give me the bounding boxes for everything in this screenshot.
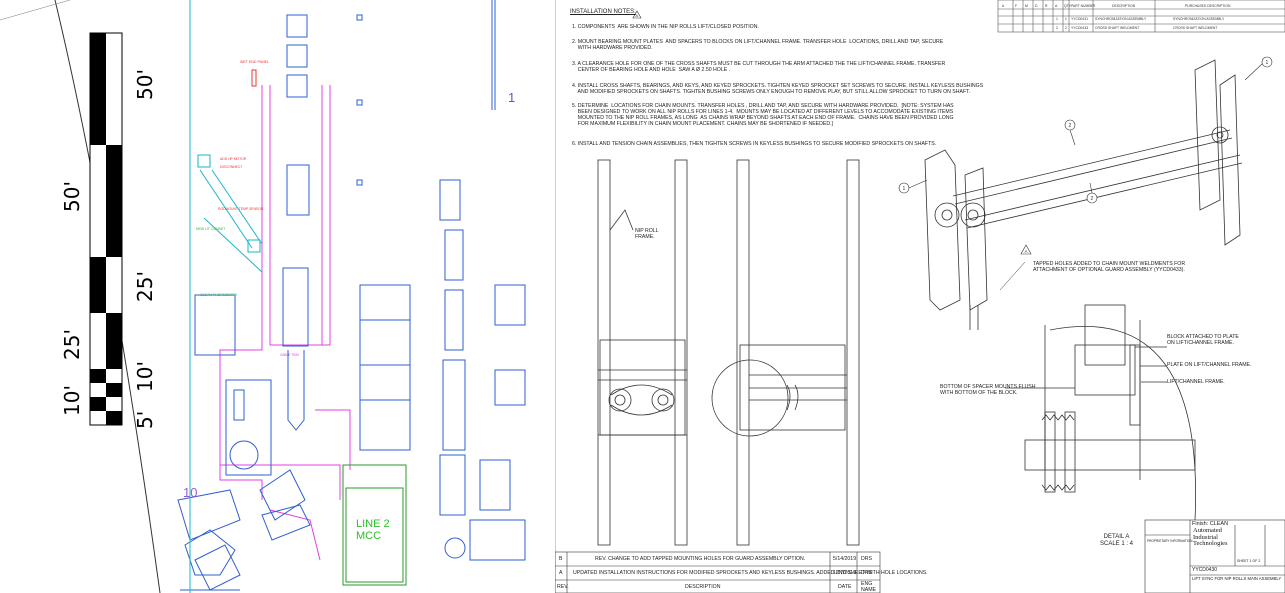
floor-plan-drawing: LINE 2 MCC WET END PANEL ADD HP MOTOR DI…: [0, 0, 526, 593]
balloon-numbers: 1 2 2 1: [903, 60, 1269, 202]
title-block: [1144, 519, 1285, 593]
engineering-drawing-panel: A F M D R A QTY PART NUMBER DESCRIPTION …: [555, 0, 1285, 593]
revision-table: [555, 551, 881, 593]
clean-thermostat-label: CLEAN THERMOSTAT: [200, 293, 238, 297]
bom-h9: PURCHASED DESCRIPTION: [1185, 4, 1231, 8]
note-1: 1. COMPONENTS ARE SHOWN IN THE NIP ROLLS…: [572, 24, 759, 30]
finish-label: Finish: CLEAN: [1192, 521, 1229, 527]
wet-end-panel-label: WET END PANEL: [240, 60, 269, 64]
note-4: 4. INSTALL CROSS SHAFTS, BEARINGS, AND K…: [572, 83, 984, 95]
svg-text:1: 1: [903, 186, 906, 192]
bom-table: [997, 0, 1285, 33]
scale-bar: [89, 32, 123, 426]
bom-r0-c4: SYNCHRONIZATION ASSEMBLY: [1173, 17, 1225, 21]
rev-header-rev: REV.: [557, 584, 569, 590]
wet-end-panel-symbol: [251, 69, 257, 87]
detail-a-view: [1005, 304, 1196, 521]
scale-label-10-right: 10': [133, 361, 157, 392]
bom-h1: F: [1015, 4, 1017, 8]
part-number: YYCD0430: [1192, 567, 1218, 573]
proprietary-label: PROPRIETARY INFORMATION: [1147, 539, 1193, 543]
bom-h7: PART NUMBER: [1071, 4, 1096, 8]
bom-r0-c0: 1: [1056, 17, 1058, 21]
drawing-title: LIFT SYNC FOR NIP ROLLS MAIN ASSEMBLY: [1192, 576, 1282, 581]
room-1-label: 1: [508, 90, 515, 105]
note-3: 3. A CLEARANCE HOLE FOR ONE OF THE CROSS…: [572, 61, 946, 73]
floor-plan-panel: LINE 2 MCC WET END PANEL ADD HP MOTOR DI…: [0, 0, 555, 593]
bom-h4: R: [1045, 4, 1048, 8]
bom-h0: A: [1002, 4, 1005, 8]
callout-balloons: [898, 56, 1273, 204]
rev-b-letter: B: [559, 556, 563, 562]
svg-text:1: 1: [1266, 60, 1269, 66]
bom-r1-c2: YYCD0433: [1071, 26, 1088, 30]
rev-a-by: DRS: [861, 570, 872, 576]
rev-b-desc: REV. CHANGE TO ADD TAPPED MOUNTING HOLES…: [595, 556, 806, 562]
nip-roll-front-view: [597, 159, 860, 546]
nip-roll-frame-callout: NIP ROLL FRAME.: [635, 228, 659, 240]
plate-on-lift-callout: PLATE ON LIFT/CHANNEL FRAME.: [1167, 362, 1252, 368]
bom-h6: QTY: [1064, 4, 1072, 8]
rev-b-by: DRS: [861, 556, 872, 562]
bom-r0-c1: 1: [1065, 17, 1067, 21]
svg-text:A: A: [1025, 249, 1028, 254]
rev-a-date: 1/17/2019: [833, 570, 857, 576]
scale-label-25-right: 25': [133, 271, 157, 302]
cable-tray-lines: [219, 85, 351, 561]
detail-a-label: DETAIL A SCALE 1 : 4: [1100, 534, 1134, 547]
lift-channel-callout: LIFT/CHANNEL FRAME.: [1167, 379, 1225, 385]
scale-label-50-left: 50': [60, 181, 84, 212]
scale-label-25-left: 25': [60, 329, 84, 360]
svg-text:A: A: [636, 13, 639, 18]
scale-label-10-left: 10': [60, 385, 84, 416]
tapped-holes-warning: A: [999, 244, 1032, 291]
line2-mcc-room: [342, 464, 407, 586]
note-5: 5. DETERMINE LOCATIONS FOR CHAIN MOUNTS.…: [572, 103, 954, 127]
hp-motor-label: ADD HP MOTOR: [220, 157, 247, 161]
cable-tray-label: CABLE TRAY: [280, 353, 300, 357]
bom-header-text: A F M D R A QTY PART NUMBER DESCRIPTION …: [1002, 4, 1231, 8]
room-10-label: 10: [183, 485, 197, 500]
company-logo-text: Automated Industrial Technologies: [1193, 527, 1228, 547]
scale-label-50-top: 50': [133, 69, 157, 100]
disconnect-label: DISCONNECT: [220, 165, 242, 169]
rev-header-date: DATE: [838, 584, 852, 590]
bom-r0-c2: YYCD0431: [1071, 17, 1088, 21]
rev-header-by: ENG NAME: [861, 581, 876, 593]
rev-a-letter: A: [559, 570, 563, 576]
rev-a-desc: UPDATED INSTALLATION INSTRUCTIONS FOR MO…: [573, 570, 928, 576]
bom-r0-c3: SYNCHRONIZATION ASSEMBLY: [1095, 17, 1147, 21]
notes-title: INSTALLATION NOTES:: [570, 9, 636, 15]
lit-cabinet-label: NEW LIT CABINET: [196, 227, 225, 231]
bom-r1-c1: 2: [1065, 26, 1067, 30]
bom-h2: M: [1025, 4, 1028, 8]
drawing-lines: A F M D R A QTY PART NUMBER DESCRIPTION …: [555, 0, 1285, 593]
bom-r1-c3: CROSS SHAFT WELDMENT: [1095, 26, 1139, 30]
isometric-assembly: [924, 59, 1243, 330]
block-attached-callout: BLOCK ATTACHED TO PLATE ON LIFT/CHANNEL …: [1167, 334, 1239, 346]
bottom-spacer-callout: BOTTOM OF SPACER MOUNTS FLUSH WITH BOTTO…: [940, 384, 1036, 396]
line2-mcc-label: LINE 2 MCC: [356, 518, 393, 542]
bom-h3: D: [1035, 4, 1038, 8]
building-outlines: [177, 0, 526, 591]
bom-rows: 1 1 YYCD0431 SYNCHRONIZATION ASSEMBLY SY…: [1056, 17, 1225, 30]
note-2: 2. MOUNT BEARING MOUNT PLATES AND SPACER…: [572, 39, 944, 51]
scale-label-5: 5': [133, 410, 157, 429]
tapped-holes-callout: TAPPED HOLES ADDED TO CHAIN MOUNT WELDME…: [1033, 261, 1186, 273]
sheet-number: SHEET 1 OF 2: [1237, 559, 1261, 563]
note-6: 6. INSTALL AND TENSION CHAIN ASSEMBLIES,…: [572, 141, 937, 147]
bom-r1-c0: 2: [1056, 26, 1058, 30]
equipment-lines: [189, 0, 263, 593]
bom-r1-c4: CROSS SHAFT WELDMENT: [1173, 26, 1217, 30]
rodmount-label: RODMOUNT TEMP SENSOR: [218, 207, 264, 211]
svg-text:2: 2: [1069, 123, 1072, 129]
notes-warning-triangle: A: [632, 10, 642, 19]
rev-b-date: 5/14/2019: [833, 556, 857, 562]
rev-header-desc: DESCRIPTION: [685, 584, 721, 590]
bom-h8: DESCRIPTION: [1112, 4, 1136, 8]
bom-h5: A: [1055, 4, 1058, 8]
svg-text:2: 2: [1091, 196, 1094, 202]
